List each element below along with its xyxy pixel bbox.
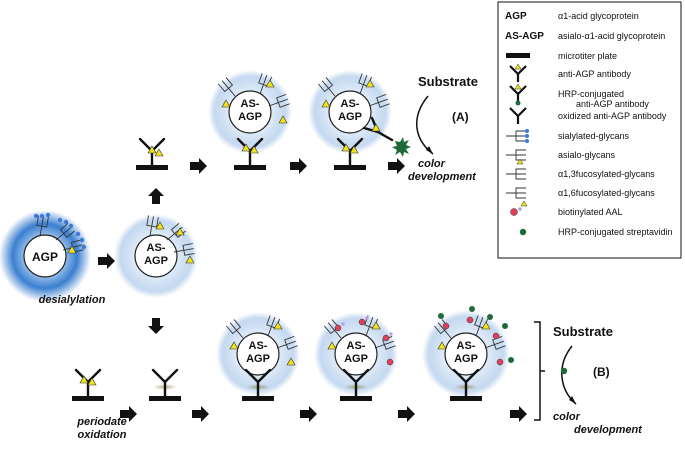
legend-row-5: oxidized anti-AGP antibody (509, 107, 667, 124)
asialo-glycan-icon (506, 149, 526, 161)
svg-text:development: development (408, 171, 477, 183)
route-b-complex-2: AS- AGP (314, 312, 398, 401)
bracket (534, 321, 545, 421)
hrp-antibody-icon (509, 83, 527, 106)
route-b-plate-antibody (72, 368, 104, 401)
legend-text: HRP-conjugated streptavidin (558, 227, 673, 237)
agp-molecule: AGP (0, 210, 91, 302)
legend-text: HRP-conjugated (558, 89, 624, 99)
legend-text: α1,6fucosylated-glycans (558, 188, 655, 198)
a16-fucosylated-glycan-icon (506, 187, 528, 207)
route-b-oxidized-antibody (149, 368, 181, 401)
legend-row-3: anti-AGP antibody (509, 63, 631, 82)
legend-row-8: α1,3fucosylated-glycans (506, 158, 655, 180)
legend-text: oxidized anti-AGP antibody (558, 111, 667, 121)
legend-row-11: HRP-conjugated streptavidin (507, 227, 673, 237)
legend-text: asialo-glycans (558, 150, 616, 160)
sialic-acid-dots (33, 212, 87, 250)
legend-text: sialylated-glycans (558, 131, 630, 141)
as-agp-molecule-center: AS- AGP (114, 214, 198, 298)
svg-text:AS-: AS- (249, 340, 268, 352)
svg-text:AGP: AGP (454, 353, 478, 365)
svg-text:color: color (553, 411, 581, 423)
svg-text:AS-: AS- (241, 98, 260, 110)
svg-text:AGP: AGP (144, 255, 168, 267)
svg-text:AS-: AS- (341, 98, 360, 110)
legend-text: microtiter plate (558, 51, 617, 61)
legend-text: biotinylated AAL (558, 207, 623, 217)
sialylated-glycan-icon (506, 129, 529, 143)
desialylation-label: desialylation (39, 294, 106, 306)
legend-row-10: biotinylated AAL (510, 207, 623, 217)
hrp-star-icon (392, 137, 411, 157)
legend-row-1: AS-AGP asialo-α1-acid glycoprotein (505, 31, 665, 42)
arrow-down (148, 318, 164, 334)
agp-label: AGP (32, 250, 58, 264)
route-b-label: (B) (593, 365, 610, 379)
legend-text-2: anti-AGP antibody (576, 99, 649, 109)
curved-arrow-b (561, 345, 577, 405)
hrp-streptavidin-stars (438, 306, 514, 363)
svg-text:AS-: AS- (347, 340, 366, 352)
curved-arrow-a (416, 95, 434, 155)
as-agp-text: AS-AGP (505, 31, 544, 42)
svg-text:periodate: periodate (76, 416, 127, 428)
svg-text:AGP: AGP (338, 111, 362, 123)
biotinylated-aal-icon (510, 207, 522, 216)
svg-text:AGP: AGP (238, 111, 262, 123)
legend-row-2: microtiter plate (506, 51, 617, 61)
substrate-label-b: Substrate (553, 324, 613, 339)
microtiter-plate-icon (506, 53, 530, 58)
arrow-desialylation (98, 253, 115, 269)
route-a-complex-2: AS- AGP (308, 70, 411, 170)
biotinylated-aal-icon (334, 318, 394, 366)
legend-row-9: α1,6fucosylated-glycans (506, 187, 655, 207)
svg-text:AGP: AGP (246, 353, 270, 365)
legend-symbol: AS-AGP (505, 31, 544, 42)
legend-text: anti-AGP antibody (558, 69, 631, 79)
legend-row-7: asialo-glycans (506, 149, 616, 161)
oxidized-antibody-icon (509, 107, 527, 124)
svg-text:AS-: AS- (457, 340, 476, 352)
route-b-complex-3: AS- AGP (422, 306, 514, 401)
legend-symbol: AGP (505, 11, 527, 22)
agp-text: AGP (505, 11, 527, 22)
hrp-streptavidin-icon (507, 227, 527, 237)
route-a-label: (A) (452, 110, 469, 124)
route-a-plate-antibody (136, 137, 168, 170)
route-a-complex-1: AS- AGP (208, 70, 292, 170)
svg-text:color: color (418, 158, 446, 170)
arrow-up (148, 188, 164, 204)
legend-text: asialo-α1-acid glycoprotein (558, 31, 665, 41)
antibody-icon (509, 63, 527, 82)
a13-fucosylated-glycan-icon (506, 158, 526, 180)
legend-text: α1-acid glycoprotein (558, 11, 639, 21)
svg-text:AS-: AS- (147, 242, 166, 254)
legend-row-6: sialylated-glycans (506, 129, 630, 143)
svg-text:oxidation: oxidation (78, 429, 127, 441)
legend-text: α1,3fucosylated-glycans (558, 169, 655, 179)
substrate-label-a: Substrate (418, 74, 478, 89)
svg-text:AGP: AGP (344, 353, 368, 365)
svg-text:development: development (574, 424, 643, 436)
route-b-complex-1: AS- AGP (216, 312, 300, 401)
legend-row-0: AGP α1-acid glycoprotein (505, 11, 639, 22)
